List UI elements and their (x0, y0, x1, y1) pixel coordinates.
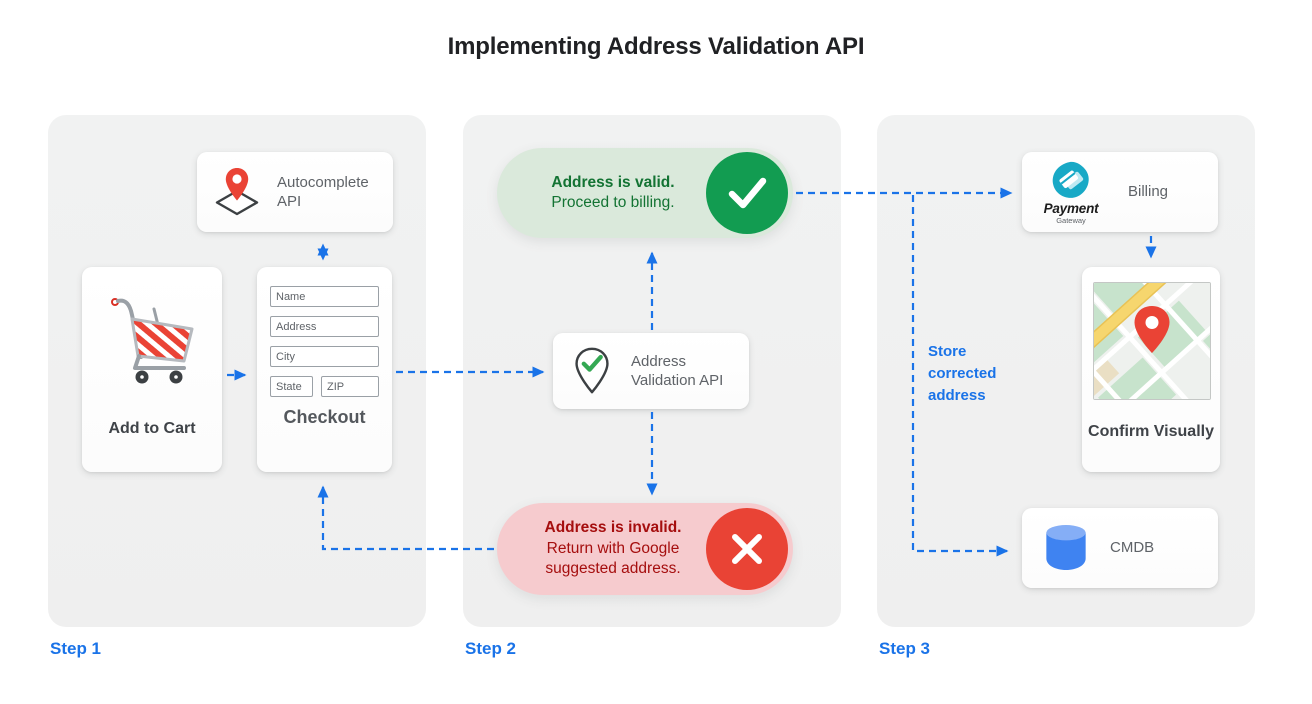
autocomplete-api-node: Autocomplete API (197, 152, 393, 232)
zip-field: ZIP (321, 376, 379, 397)
page-title: Implementing Address Validation API (447, 33, 865, 60)
address-invalid-title: Address is invalid. (544, 519, 682, 537)
city-field: City (270, 346, 379, 367)
address-invalid-subtitle: Return with Google suggested address. (545, 539, 681, 578)
step1-label: Step 1 (50, 639, 102, 658)
checkout-node: Name Address City State ZIP Checkout (257, 267, 392, 472)
payment-logo-subtitle: Gateway (1056, 216, 1086, 225)
shopping-cart-icon (102, 289, 202, 404)
map-pin-diamond-icon (209, 164, 265, 220)
map-with-pin-image (1093, 282, 1211, 400)
payment-logo-title: Payment (1043, 201, 1099, 216)
payment-gateway-logo: Payment Gateway (1034, 159, 1108, 225)
address-valid-banner: Address is valid. Proceed to billing. (497, 148, 793, 238)
map-pin-check-icon (565, 343, 619, 399)
address-valid-title: Address is valid. (551, 173, 675, 191)
checkout-label: Checkout (283, 407, 366, 427)
step2-label: Step 2 (465, 639, 517, 658)
address-validation-api-label: Address Validation API (631, 352, 724, 390)
address-invalid-banner: Address is invalid. Return with Google s… (497, 503, 793, 595)
x-circle-icon (706, 508, 788, 590)
step3-label: Step 3 (879, 639, 931, 658)
add-to-cart-node: Add to Cart (82, 267, 222, 472)
address-field: Address (270, 316, 379, 337)
address-valid-subtitle: Proceed to billing. (551, 194, 675, 211)
store-corrected-address-note: Store corrected address (928, 343, 997, 404)
autocomplete-api-label: Autocomplete API (277, 173, 369, 211)
checkmark-circle-icon (706, 152, 788, 234)
state-field: State (270, 376, 313, 397)
confirm-visually-label: Confirm Visually (1088, 423, 1214, 440)
address-invalid-text: Address is invalid. Return with Google s… (523, 503, 703, 595)
billing-node: Payment Gateway Billing (1022, 152, 1218, 232)
billing-label: Billing (1128, 183, 1169, 201)
cmdb-node: CMDB (1022, 508, 1218, 588)
confirm-visually-node: Confirm Visually (1082, 267, 1220, 472)
database-cylinder-icon (1034, 523, 1098, 573)
add-to-cart-label: Add to Cart (108, 420, 196, 437)
address-valid-text: Address is valid. Proceed to billing. (523, 148, 703, 238)
name-field: Name (270, 286, 379, 307)
address-validation-api-node: Address Validation API (553, 333, 749, 409)
cmdb-label: CMDB (1110, 539, 1155, 557)
